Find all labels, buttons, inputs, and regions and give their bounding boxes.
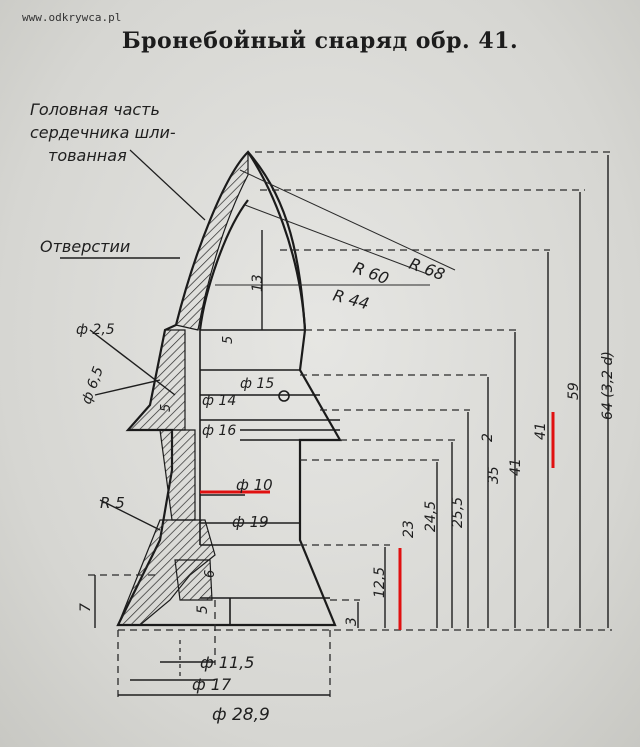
- dim-h13: 13: [250, 274, 266, 292]
- drawing-title: Бронебойный снаряд обр. 41.: [121, 28, 519, 54]
- dim-d17: ф 17: [192, 675, 232, 694]
- dimension-labels: R 68 R 60 R 44 ф 2,5 ф 6,5 ф 15 ф 14 ф 1…: [76, 254, 616, 725]
- core-ogive-inner: [198, 199, 249, 331]
- dim-d289: ф 28,9: [212, 705, 270, 725]
- dim-h23: 23: [401, 520, 417, 538]
- dim-h5b: 5: [159, 404, 174, 412]
- dim-h59: 59: [566, 382, 582, 400]
- dim-h3: 3: [344, 617, 360, 626]
- dim-h2: 2: [480, 433, 496, 442]
- dim-h245: 24,5: [423, 501, 439, 532]
- dim-h5a: 5: [221, 336, 236, 344]
- dim-h7: 7: [78, 603, 94, 612]
- dim-d14: ф 14: [202, 393, 236, 409]
- hole-note: Отверстии: [40, 237, 130, 256]
- dim-r44: R 44: [331, 286, 371, 314]
- head-note-line3: тованная: [48, 146, 127, 165]
- dim-r68: R 68: [407, 254, 448, 284]
- dim-h41b: 41: [533, 422, 549, 440]
- diameter-lines: [60, 257, 330, 696]
- dim-h41: 41: [508, 458, 524, 476]
- red-markers: [200, 412, 555, 630]
- watermark: www.odkrywca.pl: [22, 11, 122, 24]
- dim-d16: ф 16: [202, 423, 236, 439]
- hatched-walls: [117, 150, 249, 626]
- dim-d15: ф 15: [240, 376, 274, 392]
- dim-d25: ф 2,5: [76, 322, 115, 338]
- dim-d10: ф 10: [236, 476, 273, 494]
- head-note-line2: сердечника шли-: [30, 123, 176, 142]
- dim-d115: ф 11,5: [200, 653, 254, 672]
- cap-wall: [175, 150, 249, 331]
- extension-lines: [88, 151, 612, 700]
- dim-h125: 12,5: [372, 567, 388, 598]
- head-note-line1: Головная часть: [30, 100, 160, 119]
- dim-h5: 5: [195, 605, 211, 614]
- dim-h6: 6: [203, 570, 218, 578]
- dim-r60: R 60: [351, 258, 392, 288]
- dim-h255: 25,5: [450, 497, 466, 528]
- vertical-dimensions: [94, 155, 609, 628]
- dim-h35: 35: [486, 466, 502, 484]
- dim-r5: R 5: [100, 494, 125, 512]
- dim-h64: 64 (3,2 d): [600, 351, 616, 420]
- core-ogive-right: [247, 151, 307, 331]
- internal-lines: [199, 329, 340, 625]
- dim-d65: ф 6,5: [79, 364, 107, 406]
- dim-d19: ф 19: [232, 513, 269, 531]
- annotations: Головная часть сердечника шли- тованная …: [30, 100, 206, 256]
- base-plug: [174, 559, 213, 601]
